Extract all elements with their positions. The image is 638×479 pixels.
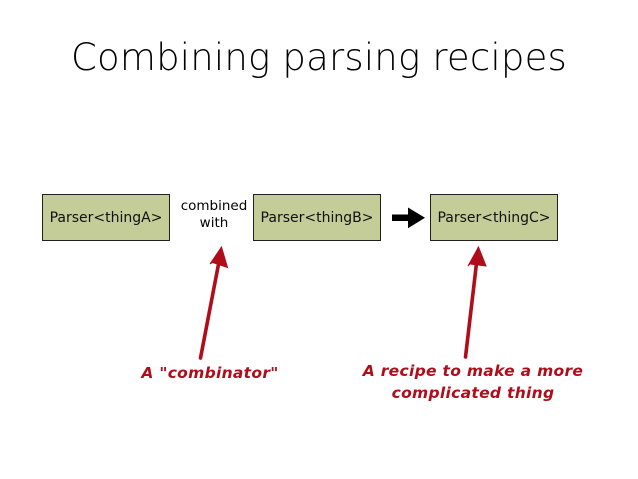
annotation-caption-combinator: A "combinator" xyxy=(110,362,310,384)
annotation-arrow-combinator-icon xyxy=(198,245,229,360)
page-title: Combining parsing recipes xyxy=(70,36,568,79)
parser-box-label: Parser<thingA> xyxy=(49,209,163,226)
annotation-caption-line: A recipe to make a more xyxy=(362,362,584,380)
parser-box-label: Parser<thingC> xyxy=(437,209,551,226)
annotation-caption-line: A "combinator" xyxy=(141,364,279,382)
annotation-caption-line: complicated thing xyxy=(391,384,555,402)
combined-with-line-1: combined xyxy=(180,198,248,214)
parser-box-thing-c: Parser<thingC> xyxy=(430,194,558,241)
combined-with-line-2: with xyxy=(199,215,229,231)
right-arrow-icon xyxy=(392,207,425,229)
combined-with-label: combined with xyxy=(177,198,251,232)
parser-box-thing-b: Parser<thingB> xyxy=(253,194,381,241)
annotation-caption-recipe: A recipe to make a more complicated thin… xyxy=(358,360,588,404)
parser-box-thing-a: Parser<thingA> xyxy=(42,194,170,241)
parser-box-label: Parser<thingB> xyxy=(260,209,374,226)
annotation-arrow-recipe-icon xyxy=(463,245,487,359)
